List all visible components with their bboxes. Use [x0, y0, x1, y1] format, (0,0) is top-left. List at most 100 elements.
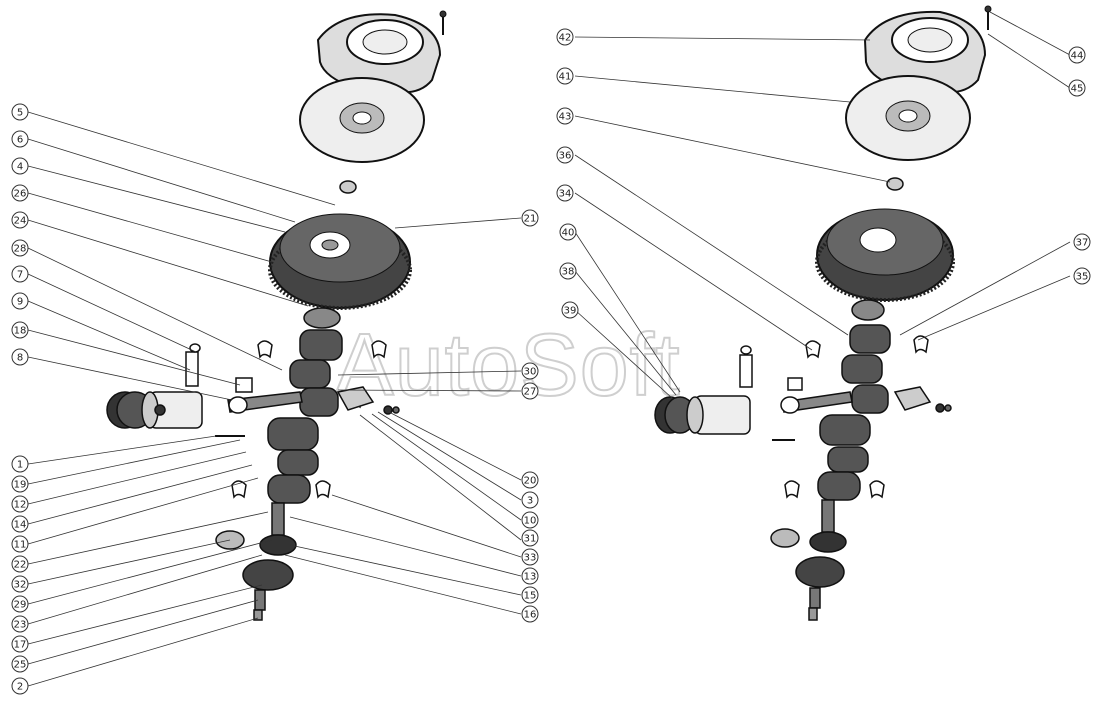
watermark-text: AutoSoft	[335, 315, 681, 414]
callout-8: 8	[11, 348, 29, 366]
callout-6: 6	[11, 130, 29, 148]
svg-text:6: 6	[17, 135, 23, 146]
callout-37: 37	[1073, 233, 1091, 251]
callout-41: 41	[556, 67, 574, 85]
callout-26: 26	[11, 184, 29, 202]
callout-43: 43	[556, 107, 574, 125]
callout-35: 35	[1073, 267, 1091, 285]
svg-text:37: 37	[1076, 238, 1089, 249]
clutch-cover-right	[863, 5, 992, 94]
callout-38: 38	[559, 262, 577, 280]
callout-20: 20	[521, 471, 539, 489]
misc-left	[215, 386, 400, 550]
svg-text:40: 40	[562, 228, 575, 239]
svg-text:22: 22	[14, 560, 27, 571]
clutch-disc-left	[299, 77, 425, 163]
callout-1: 1	[11, 455, 29, 473]
callout-22: 22	[11, 555, 29, 573]
callout-25: 25	[11, 655, 29, 673]
bearing-shells-right	[784, 335, 929, 499]
pilot-bush-left	[339, 180, 357, 194]
svg-text:1: 1	[17, 460, 23, 471]
svg-text:42: 42	[559, 33, 572, 44]
callout-31: 31	[521, 529, 539, 547]
callout-44: 44	[1068, 46, 1086, 64]
callout-18: 18	[11, 321, 29, 339]
svg-text:17: 17	[14, 640, 27, 651]
svg-text:38: 38	[562, 267, 575, 278]
pilot-bush-right	[886, 177, 904, 191]
svg-text:16: 16	[524, 610, 537, 621]
svg-text:18: 18	[14, 326, 27, 337]
crankshaft-left	[242, 307, 343, 621]
callouts-right-column: 44 45 37 35	[1068, 46, 1091, 285]
callout-36: 36	[556, 146, 574, 164]
callout-12: 12	[11, 495, 29, 513]
callout-24: 24	[11, 211, 29, 229]
svg-text:21: 21	[524, 214, 537, 225]
svg-text:36: 36	[559, 151, 572, 162]
svg-text:10: 10	[524, 516, 537, 527]
svg-text:43: 43	[559, 112, 572, 123]
piston-group-right	[654, 345, 853, 441]
callouts-middle-column: 21 30 27 20 3 10 31 33 13 15 16 42 41 43…	[521, 28, 579, 623]
svg-text:32: 32	[14, 580, 27, 591]
clutch-disc-right	[845, 75, 971, 161]
callout-30: 30	[521, 362, 539, 380]
callouts-left-column: 5 6 4 26 24 28 7 9 18 8 1 19 12 14 11 22…	[11, 103, 29, 695]
svg-text:26: 26	[14, 189, 27, 200]
svg-text:7: 7	[17, 270, 23, 281]
svg-text:31: 31	[524, 534, 537, 545]
callout-3: 3	[521, 491, 539, 509]
svg-text:15: 15	[524, 591, 537, 602]
misc-right	[770, 386, 952, 548]
clutch-cover-left	[316, 10, 447, 94]
callout-11: 11	[11, 535, 29, 553]
callout-23: 23	[11, 615, 29, 633]
flywheel-right	[815, 208, 955, 302]
svg-text:34: 34	[559, 189, 572, 200]
svg-text:9: 9	[17, 297, 23, 308]
left-assembly	[106, 10, 447, 621]
svg-text:20: 20	[524, 476, 537, 487]
svg-text:41: 41	[559, 72, 572, 83]
svg-text:2: 2	[17, 682, 23, 693]
svg-text:3: 3	[527, 496, 533, 507]
svg-text:27: 27	[524, 387, 537, 398]
callout-45: 45	[1068, 79, 1086, 97]
callout-28: 28	[11, 239, 29, 257]
svg-text:29: 29	[14, 600, 27, 611]
callout-39: 39	[561, 301, 579, 319]
callout-34: 34	[556, 184, 574, 202]
callout-9: 9	[11, 292, 29, 310]
callout-32: 32	[11, 575, 29, 593]
svg-text:14: 14	[14, 520, 27, 531]
callout-27: 27	[521, 382, 539, 400]
callout-29: 29	[11, 595, 29, 613]
callout-13: 13	[521, 567, 539, 585]
callout-14: 14	[11, 515, 29, 533]
callout-15: 15	[521, 586, 539, 604]
svg-text:25: 25	[14, 660, 27, 671]
callout-16: 16	[521, 605, 539, 623]
svg-text:12: 12	[14, 500, 27, 511]
right-assembly	[654, 5, 992, 621]
callout-10: 10	[521, 511, 539, 529]
svg-text:13: 13	[524, 572, 537, 583]
callout-2: 2	[11, 677, 29, 695]
svg-text:8: 8	[17, 353, 23, 364]
svg-text:11: 11	[14, 540, 27, 551]
leader-lines	[27, 11, 1071, 687]
callout-19: 19	[11, 475, 29, 493]
callout-17: 17	[11, 635, 29, 653]
callout-42: 42	[556, 28, 574, 46]
svg-text:44: 44	[1071, 51, 1084, 62]
crankshaft-right	[795, 299, 891, 621]
flywheel-left	[268, 213, 412, 310]
svg-text:4: 4	[17, 162, 23, 173]
callout-33: 33	[521, 548, 539, 566]
svg-text:5: 5	[17, 108, 23, 119]
svg-text:39: 39	[564, 306, 577, 317]
svg-text:24: 24	[14, 216, 27, 227]
